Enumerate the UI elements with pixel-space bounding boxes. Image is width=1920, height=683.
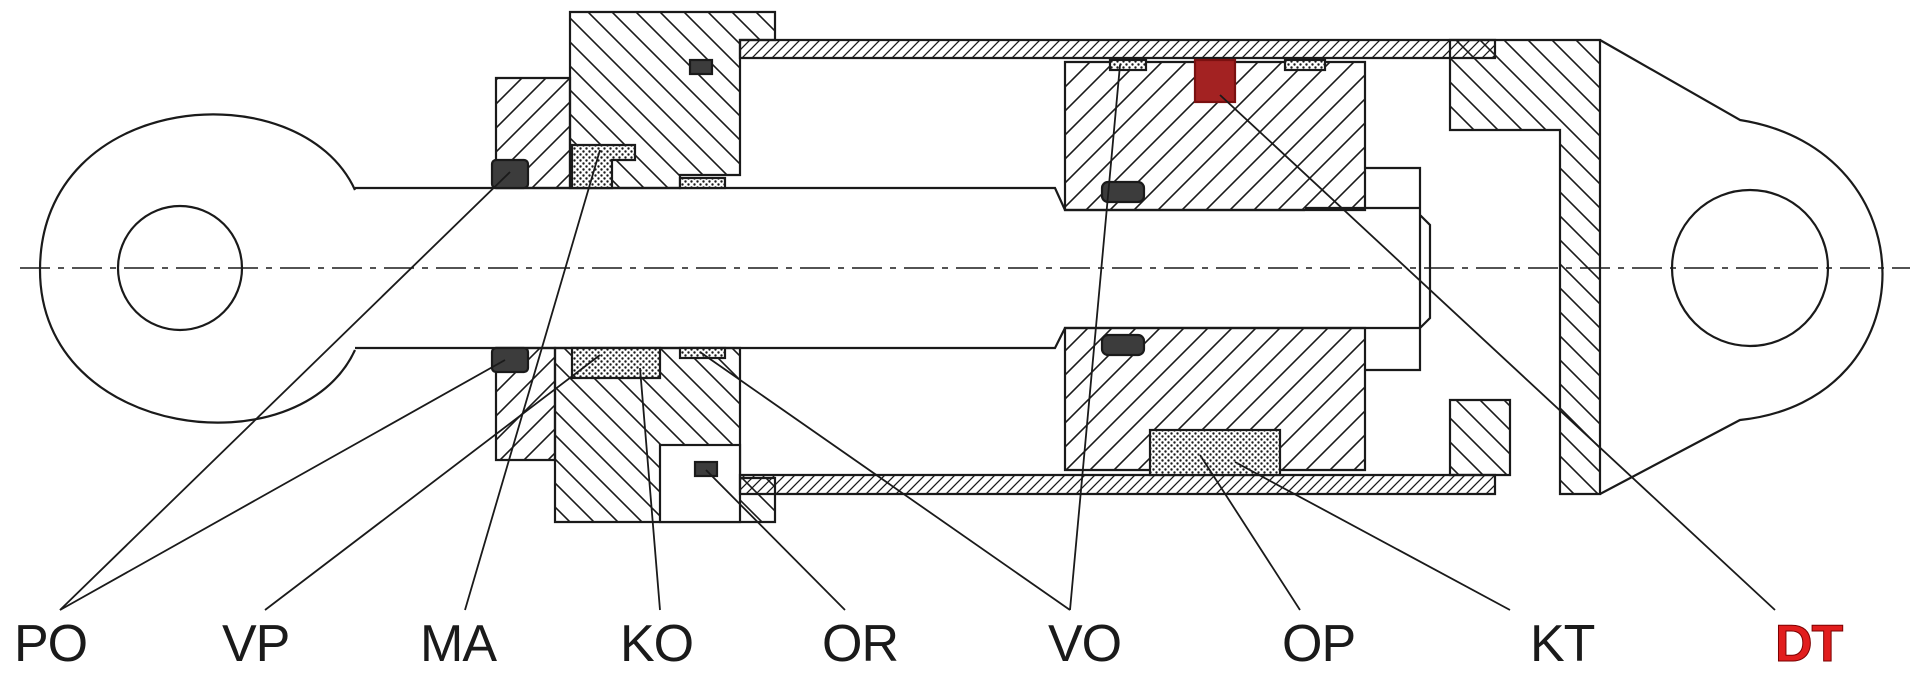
- oring-gland: [688, 58, 714, 76]
- oring-gland-lower: [693, 460, 719, 478]
- rod-wiper-seal-lower: [490, 346, 530, 374]
- label-op: OP: [1282, 615, 1356, 673]
- piston-guide-ring-1: [1108, 58, 1148, 72]
- rod-seal-upper: [570, 143, 637, 190]
- label-vp: VP: [222, 615, 290, 673]
- piston-guide-ring-2: [1283, 58, 1327, 72]
- label-dt: DT: [1774, 615, 1843, 673]
- piston-oring-lower: [1100, 333, 1146, 357]
- label-kt: KT: [1530, 615, 1595, 673]
- piston-seal-op: [1148, 428, 1282, 477]
- cap-end-eye: [1599, 39, 1884, 495]
- label-ko: KO: [620, 615, 694, 673]
- leader-lines: [59, 64, 1776, 611]
- rod-seal-lower: [570, 346, 662, 380]
- label-ma: MA: [420, 615, 497, 673]
- piston-upper-hatched: [1063, 60, 1367, 212]
- piston-oring-upper: [1100, 180, 1146, 204]
- piston-lower-hatched: [1063, 326, 1367, 472]
- label-or: OR: [822, 615, 899, 673]
- barrel-bottom-hatched: [738, 473, 1497, 496]
- label-po: PO: [14, 615, 88, 673]
- cap-end-lower-hatched: [1448, 398, 1512, 477]
- highlighted-part-dt: [1193, 58, 1237, 104]
- gland-port-block: [658, 443, 742, 524]
- barrel-top-hatched: [738, 38, 1497, 60]
- label-vo: VO: [1048, 615, 1122, 673]
- guide-ring-upper: [678, 176, 727, 190]
- piston-nut: [1305, 166, 1432, 372]
